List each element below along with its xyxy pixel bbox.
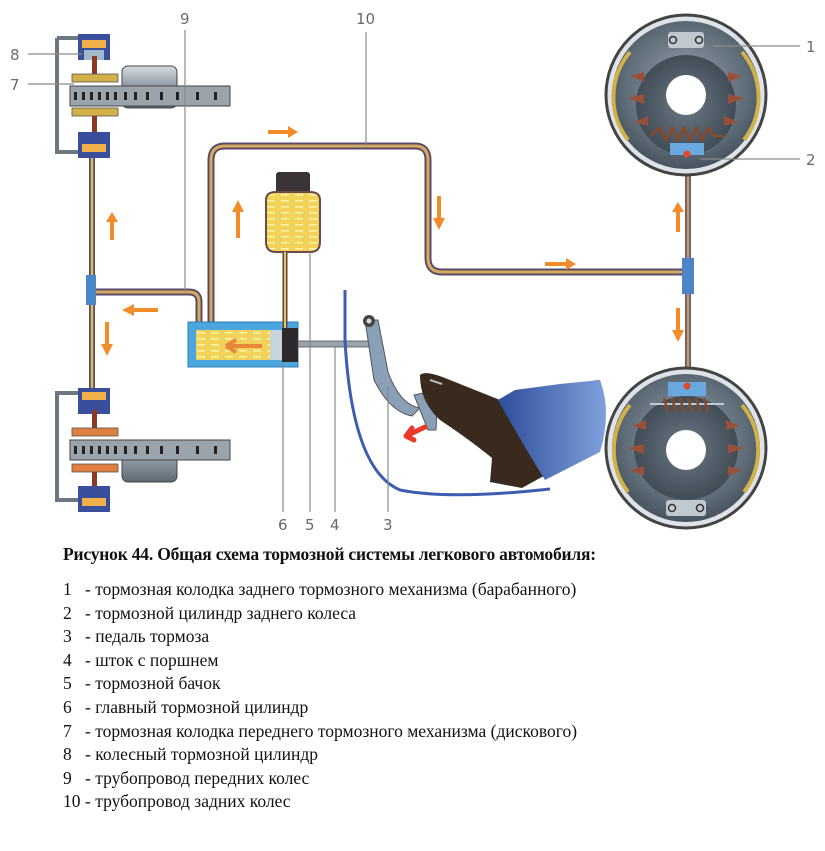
rear-drum-brake-top [604,13,768,177]
callout-6: 6 [278,516,288,534]
leader-lines [28,30,800,512]
legend-number: 5 [63,673,72,694]
pipe-rear-wheels [207,142,692,326]
pedal-force-arrow [403,424,428,443]
legend-text: - тормозная колодка заднего тормозного м… [85,579,577,599]
flow-arrows [101,126,684,356]
callout-4: 4 [330,516,340,534]
rear-wheel-cylinder-top [670,143,704,155]
legend-item: 3 - педаль тормоза [63,625,577,649]
tee-fitting-rear [682,258,694,294]
callout-9: 9 [180,10,190,28]
legend-number: 6 [63,696,72,717]
callout-7: 7 [10,76,20,94]
legend-number: 8 [63,744,72,765]
rear-drum-brake-bottom [604,366,768,530]
master-cylinder [187,321,299,368]
legend-number: 9 [63,767,72,788]
callout-10: 10 [356,10,375,28]
legend-item: 4 - шток с поршнем [63,649,577,673]
flow-arrow-up [672,202,684,232]
front-disc-brake-bottom [55,388,231,512]
flow-arrow-down [672,308,684,342]
legend-item: 1 - тормозная колодка заднего тормозного … [63,578,577,602]
brake-pad-top [71,73,119,83]
legend-text: - тормозная колодка переднего тормозного… [85,720,578,741]
callout-2: 2 [806,151,816,169]
legend-number: 1 [63,579,72,599]
callout-3: 3 [383,516,393,534]
legend-number: 10 [63,791,81,812]
legend-text: - тормозной цилиндр заднего колеса [85,602,357,623]
floor-line [343,290,551,497]
flow-arrow-up [232,200,244,238]
legend-item: 6 - главный тормозной цилиндр [63,696,577,720]
legend-number: 3 [63,626,72,647]
callout-5: 5 [305,516,315,534]
flow-arrow-right [545,258,576,270]
legend-item: 10- трубопровод задних колес [63,790,577,814]
brake-shoe-top [611,50,632,142]
legend-text: - шток с поршнем [85,649,219,670]
legend-number: 4 [63,649,72,670]
brake-fluid-reservoir [265,172,321,328]
flow-arrow-up [106,212,118,240]
legend-text: - колесный тормозной цилиндр [85,744,318,765]
push-rod [297,340,371,348]
legend-number: 2 [63,602,72,623]
legend-list: 1 - тормозная колодка заднего тормозного … [63,578,577,814]
legend-item: 5 - тормозной бачок [63,672,577,696]
flow-arrow-down [433,196,445,230]
legend-text: - трубопровод передних колес [85,767,310,788]
legend-item: 2 - тормозной цилиндр заднего колеса [63,602,577,626]
callout-8: 8 [10,46,20,64]
flow-arrow-down [101,322,113,356]
legend-item: 8 - колесный тормозной цилиндр [63,743,577,767]
front-disc-brake-top [55,34,231,158]
flow-arrow-left [122,304,158,316]
legend-item: 7 - тормозная колодка переднего тормозног… [63,720,577,744]
legend-text: - главный тормозной цилиндр [85,696,309,717]
legend-text: - трубопровод задних колес [85,791,291,812]
callout-numbers: 8 7 9 10 1 2 6 5 4 3 [10,10,816,534]
driver-foot [420,373,606,488]
pipe-front-wheels [88,147,203,398]
legend-number: 7 [63,720,72,741]
legend-text: - педаль тормоза [85,626,210,647]
legend-text: - тормозной бачок [85,673,221,694]
callout-1: 1 [806,38,816,56]
brake-pedal-assembly [343,290,551,497]
brake-system-diagram: 8 7 9 10 1 2 6 5 4 3 [10,10,816,534]
flow-arrow-right [268,126,298,138]
tee-fitting-front [86,275,96,305]
legend-item: 9 - трубопровод передних колес [63,767,577,791]
figure-caption: Рисунок 44. Общая схема тормозной систем… [63,544,596,564]
